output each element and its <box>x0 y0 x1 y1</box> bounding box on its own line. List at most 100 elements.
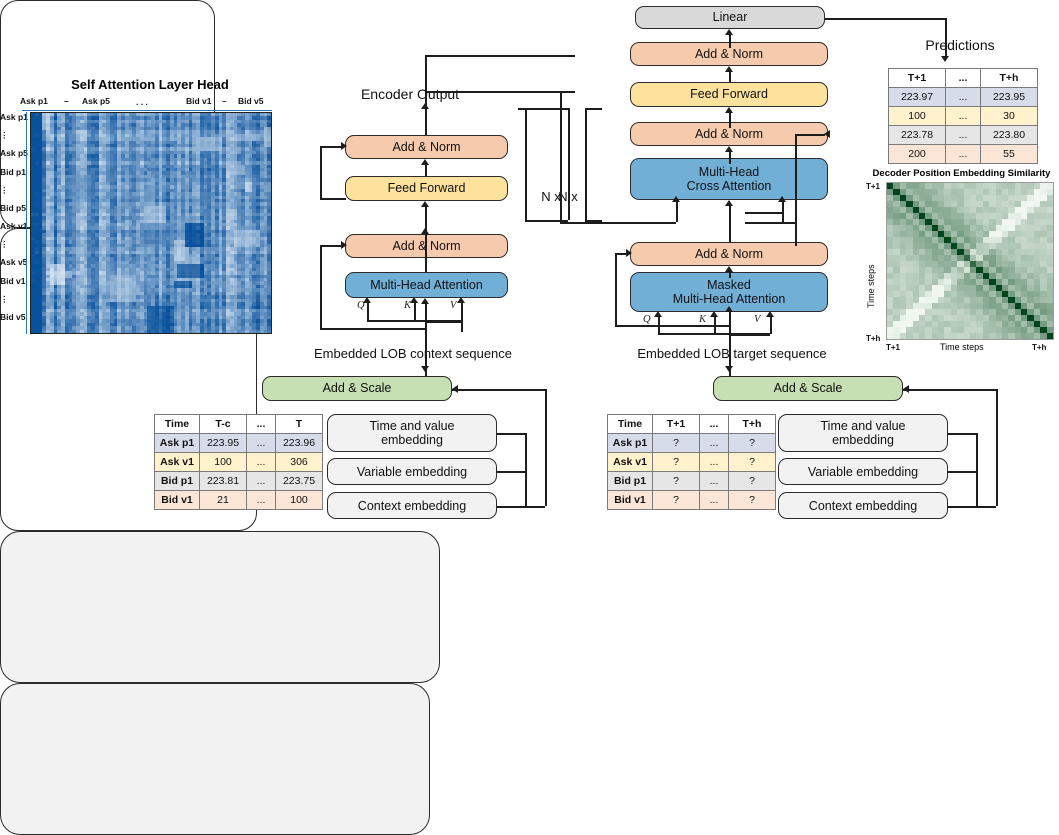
decoder-linear[interactable]: Linear <box>635 6 825 29</box>
decoder-caption: Embedded LOB target sequence <box>637 345 827 361</box>
context-col-2: ... <box>246 414 276 434</box>
encoder-add-norm-2[interactable]: Add & Norm <box>345 135 508 159</box>
x-tick-label: . . . <box>136 97 148 107</box>
y-tick-label: Ask p5 <box>0 148 28 159</box>
embedding-line1: Time and value <box>820 419 906 433</box>
position-heatmap-x-axis-label: Time steps <box>940 342 984 352</box>
target-col-0: Time <box>607 414 653 434</box>
x-tick-label: Ask p5 <box>82 96 110 106</box>
attention-heatmap-x-labels: Ask p1 – Ask p5 . . . Bid v1 – Bid v5 <box>14 96 276 108</box>
row-header: Ask v1 <box>154 452 200 472</box>
table-row[interactable]: Ask v1?...? <box>607 452 776 472</box>
table-row[interactable]: 100...30 <box>888 106 1038 126</box>
row-header: Bid v1 <box>154 490 200 510</box>
x-tick-label: – <box>64 96 69 106</box>
target-embedding-panel <box>0 683 430 835</box>
encoder-output-label: Encoder Output <box>360 86 460 102</box>
target-table[interactable]: Time T+1 ... T+h Ask p1?...?Ask v1?...? B… <box>607 414 776 510</box>
predictions-col-0: T+1 <box>888 68 946 88</box>
target-variable-embedding[interactable]: Variable embedding <box>778 458 948 485</box>
decoder-q-label: Q <box>643 314 651 325</box>
table-cell: 55 <box>980 144 1038 164</box>
context-embedding-panel <box>0 531 440 683</box>
embedding-line1: Time and value <box>369 419 455 433</box>
self-attention-heatmap[interactable] <box>30 112 272 334</box>
context-col-1: T-c <box>199 414 247 434</box>
context-col-0: Time <box>154 414 200 434</box>
table-row[interactable]: Ask p1?...? <box>607 433 776 453</box>
target-col-1: T+1 <box>652 414 700 434</box>
target-table-wrap: Time T+1 ... T+h Ask p1?...?Ask v1?...? B… <box>607 414 776 510</box>
cross-attention-line2: Cross Attention <box>686 179 772 193</box>
position-heatmap-y-tick-bottom: T+h <box>866 334 881 343</box>
table-cell: 306 <box>275 452 323 472</box>
table-cell: ... <box>246 490 276 510</box>
x-tick-label: Ask p1 <box>20 96 48 106</box>
embedding-line2: embedding <box>381 433 443 447</box>
y-tick-label: ⋮ <box>0 239 9 250</box>
y-tick-label: ⋮ <box>0 293 9 304</box>
position-heatmap-x-tick-left: T+1 <box>886 343 901 352</box>
position-heatmap-x-tick-right: T+h <box>1032 343 1047 352</box>
table-cell: 223.75 <box>275 471 323 491</box>
y-tick-label: Ask p1 <box>0 112 28 122</box>
position-heatmap-y-tick-top: T+1 <box>866 182 881 191</box>
y-tick-label: Bid v1 <box>0 275 26 286</box>
encoder-multi-head-attention[interactable]: Multi-Head Attention <box>345 272 508 298</box>
table-row[interactable]: 223.78...223.80 <box>888 125 1038 145</box>
row-header: Ask p1 <box>607 433 653 453</box>
table-cell: 223.78 <box>888 125 946 145</box>
y-tick-label: Ask v5 <box>0 257 28 268</box>
decoder-feed-forward[interactable]: Feed Forward <box>630 82 828 107</box>
encoder-q-label: Q <box>357 300 365 311</box>
predictions-header-row: T+1 ... T+h <box>888 68 1038 88</box>
context-variable-embedding[interactable]: Variable embedding <box>327 458 497 485</box>
masked-attention-line2: Multi-Head Attention <box>672 292 786 306</box>
position-heatmap-title: Decoder Position Embedding Similarity <box>872 167 1051 179</box>
context-add-scale[interactable]: Add & Scale <box>262 376 452 401</box>
table-row[interactable]: 200...55 <box>888 144 1038 164</box>
encoder-feed-forward[interactable]: Feed Forward <box>345 176 508 201</box>
position-embedding-heatmap[interactable] <box>886 182 1054 340</box>
attention-heatmap-title: Self Attention Layer Head <box>71 76 229 92</box>
target-add-scale[interactable]: Add & Scale <box>713 376 903 401</box>
table-row[interactable]: Bid v1?...? <box>607 490 776 510</box>
y-tick-label: Ask v1 <box>0 221 28 232</box>
cross-attention-line1: Multi-Head <box>698 164 760 179</box>
target-col-2: ... <box>699 414 729 434</box>
table-row[interactable]: 223.97...223.95 <box>888 87 1038 107</box>
decoder-add-norm-1[interactable]: Add & Norm <box>630 242 828 266</box>
decoder-k-label: K <box>699 314 707 325</box>
encoder-k-label: K <box>404 300 412 311</box>
attention-heatmap-x-axis-line <box>22 110 272 112</box>
target-context-embedding[interactable]: Context embedding <box>778 492 948 519</box>
context-context-embedding[interactable]: Context embedding <box>327 492 497 519</box>
table-cell: ... <box>699 490 729 510</box>
x-tick-label: Bid v5 <box>238 96 264 106</box>
decoder-v-label: V <box>754 314 761 325</box>
encoder-v-label: V <box>450 300 457 311</box>
masked-attention-line1: Masked <box>707 277 751 292</box>
table-cell: ? <box>728 490 776 510</box>
attention-heatmap-y-axis-line <box>26 112 28 334</box>
target-time-value-embedding[interactable]: Time and value embedding <box>778 414 948 452</box>
predictions-col-2: T+h <box>980 68 1038 88</box>
table-cell: 200 <box>888 144 946 164</box>
table-cell: 100 <box>275 490 323 510</box>
context-time-value-embedding[interactable]: Time and value embedding <box>327 414 497 452</box>
predictions-col-1: ... <box>945 68 981 88</box>
embedding-line2: embedding <box>832 433 894 447</box>
y-tick-label: ⋮ <box>0 184 9 195</box>
target-col-3: T+h <box>728 414 776 434</box>
x-tick-label: Bid v1 <box>186 96 212 106</box>
target-header-row: Time T+1 ... T+h <box>607 414 776 434</box>
row-header: Bid v1 <box>607 490 653 510</box>
